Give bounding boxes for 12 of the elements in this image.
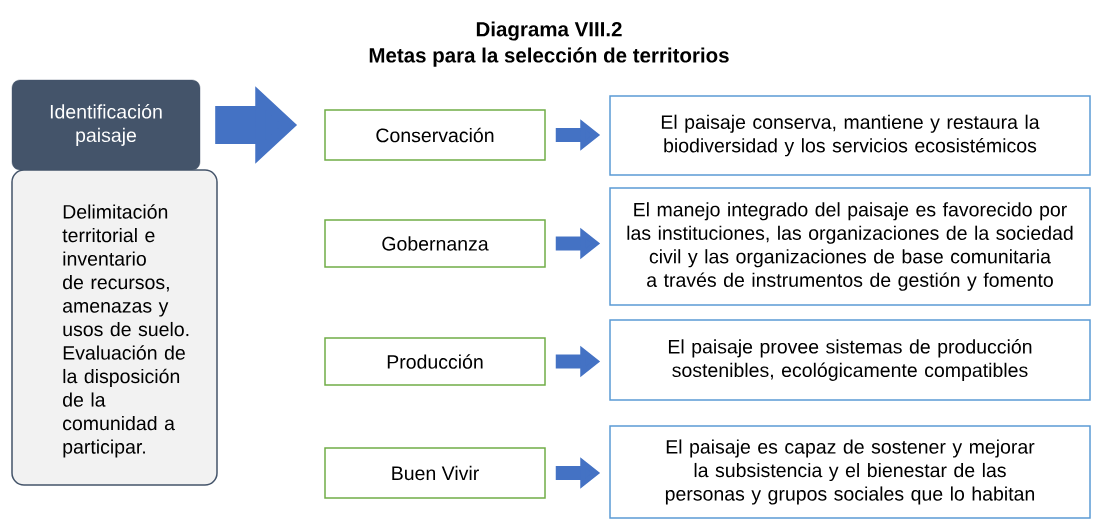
description-box: El paisaje es capaz de sostener y mejorar la subsistencia y el bienestar de las personas y grupos sociales que lo habitan — [609, 425, 1091, 519]
title: Diagrama VIII.2 — [476, 21, 622, 41]
goal-box: Buen Vivir — [324, 447, 546, 499]
description-box: El paisaje provee sistemas de producción sostenibles, ecológicamente compatibles — [609, 319, 1091, 401]
goal-box: Conservación — [324, 109, 546, 161]
bullet-list-box: Delimitación territorial e inventario de recursos, amenazas y usos de suelo. Evaluación de la disposición de la comunidad a participar. — [11, 169, 218, 486]
description-box: El paisaje conserva, mantiene y restaura la biodiversidad y los servicios ecosistémicos — [609, 95, 1091, 176]
heading-box: Identificación paisaje — [11, 79, 201, 171]
description-box: El manejo integrado del paisaje es favorecido por las instituciones, las organizaciones de la sociedad civil y las organizaciones de base comunitaria a través de instrumentos de gestión y fomento — [609, 187, 1091, 306]
subtitle: Metas para la selección de territorios — [369, 47, 729, 67]
goal-box: Producción — [324, 337, 546, 386]
goal-box: Gobernanza — [324, 219, 546, 268]
